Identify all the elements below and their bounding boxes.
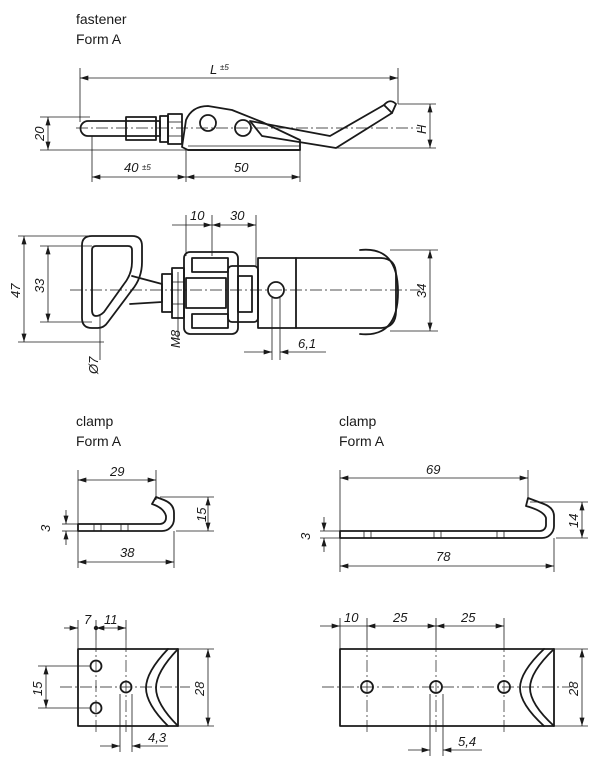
dim-L-tol: ±5 [220, 63, 229, 72]
dim-10-large: 10 [344, 610, 359, 625]
dim-11: 11 [104, 612, 118, 627]
dim-15-plan: 15 [30, 681, 45, 696]
clamp-small-form: Form A [76, 433, 122, 449]
clamp-small-title: clamp [76, 413, 114, 429]
clamp-large-title: clamp [339, 413, 377, 429]
large-clamp-side-dimensions: 69 3 14 78 [298, 462, 588, 572]
dim-28-large: 28 [566, 681, 581, 697]
fastener-side-dimensions: L ±5 20 H 40 ±5 50 [32, 62, 436, 182]
dim-7: 7 [84, 612, 92, 627]
dim-50: 50 [234, 160, 249, 175]
small-clamp-side-view [77, 496, 175, 532]
fastener-top-dimensions: 10 30 47 33 34 M8 Ø7 6,1 [8, 208, 438, 375]
fastener-top-view [70, 235, 420, 336]
dim-3-large: 3 [298, 532, 313, 540]
dim-D7: Ø7 [86, 356, 101, 375]
dim-4-3: 4,3 [148, 730, 167, 745]
dim-40-tol: ±5 [142, 163, 151, 172]
dim-5-4: 5,4 [458, 734, 476, 749]
small-clamp-side-dimensions: 29 3 15 38 [38, 464, 214, 568]
dim-47: 47 [8, 283, 23, 298]
large-clamp-side-view [339, 497, 555, 539]
clamp-large-form: Form A [339, 433, 385, 449]
dim-69: 69 [426, 462, 440, 477]
large-clamp-plan-dimensions: 10 25 25 28 5,4 [320, 610, 588, 756]
dim-25-second: 25 [460, 610, 476, 625]
dim-15-side: 15 [194, 507, 209, 522]
dim-40: 40 [124, 160, 139, 175]
dim-14: 14 [566, 514, 581, 528]
dim-10: 10 [190, 208, 205, 223]
dim-38: 38 [120, 545, 135, 560]
small-clamp-plan-view [60, 640, 190, 734]
fastener-side-view [76, 100, 420, 151]
dim-78: 78 [436, 549, 451, 564]
fastener-title: fastener [76, 11, 127, 27]
dim-M8: M8 [168, 329, 183, 348]
dim-H: H [414, 124, 429, 134]
dim-33: 33 [32, 278, 47, 293]
dim-25-first: 25 [392, 610, 408, 625]
dim-29: 29 [109, 464, 124, 479]
dim-20: 20 [32, 126, 47, 142]
dim-L: L [210, 62, 217, 77]
small-clamp-plan-dimensions: 7 11 15 28 4,3 [30, 612, 214, 752]
dim-34: 34 [414, 284, 429, 298]
large-clamp-plan-view [322, 640, 570, 734]
dim-6-1: 6,1 [298, 336, 316, 351]
dim-30: 30 [230, 208, 245, 223]
fastener-form: Form A [76, 31, 122, 47]
dim-28-small: 28 [192, 681, 207, 697]
dim-3-small: 3 [38, 524, 53, 532]
